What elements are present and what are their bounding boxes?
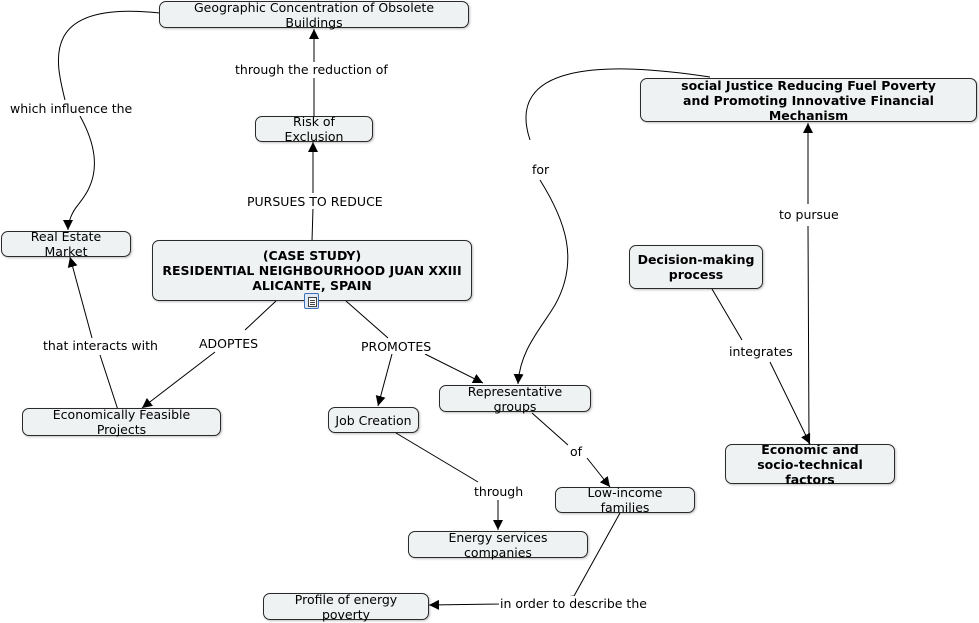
- document-icon[interactable]: [304, 293, 319, 309]
- label-to-pursue: to pursue: [778, 207, 840, 222]
- node-real-estate-market[interactable]: Real Estate Market: [1, 229, 131, 259]
- link-pursues-to-reduce: [312, 142, 313, 242]
- link-integrates: [711, 288, 810, 444]
- link-promotes-stem: [345, 300, 389, 339]
- link-which-influence: [58, 10, 161, 230]
- label-interacts-with: that interacts with: [42, 338, 159, 353]
- node-energy-services-companies[interactable]: Energy services companies: [408, 530, 588, 560]
- label-integrates: integrates: [728, 344, 794, 359]
- node-geographic-concentration[interactable]: Geographic Concentration of Obsolete Bui…: [159, 0, 469, 30]
- label-adoptes: ADOPTES: [198, 336, 260, 351]
- node-social-justice[interactable]: social Justice Reducing Fuel Poverty and…: [640, 78, 977, 123]
- link-interacts-with: [70, 257, 119, 411]
- node-case-study[interactable]: (CASE STUDY) RESIDENTIAL NEIGHBOURHOOD J…: [152, 240, 472, 301]
- link-adoptes: [142, 300, 277, 408]
- label-which-influence: which influence the: [9, 101, 134, 116]
- node-economically-feasible-projects[interactable]: Economically Feasible Projects: [22, 407, 221, 437]
- label-through-the-reduction: through the reduction of: [234, 62, 389, 77]
- label-through: through: [473, 484, 525, 499]
- link-promotes-job: [375, 353, 393, 407]
- node-low-income-families[interactable]: Low-income families: [555, 485, 695, 515]
- label-in-order-to-describe: in order to describe the: [499, 596, 648, 611]
- node-job-creation[interactable]: Job Creation: [328, 407, 419, 433]
- label-of: of: [569, 444, 584, 459]
- link-of: [531, 412, 610, 487]
- label-for: for: [531, 162, 551, 177]
- link-to-pursue: [808, 123, 809, 445]
- node-decision-making-process[interactable]: Decision-making process: [629, 245, 763, 289]
- link-for: [518, 68, 711, 384]
- node-representative-groups[interactable]: Representative groups: [439, 384, 591, 414]
- node-economic-factors[interactable]: Economic and socio-technical factors: [725, 442, 895, 487]
- node-risk-of-exclusion[interactable]: Risk of Exclusion: [255, 114, 373, 144]
- label-promotes: PROMOTES: [360, 339, 433, 354]
- link-promotes-groups: [424, 353, 484, 384]
- link-through: [395, 432, 498, 530]
- node-profile-of-energy-poverty[interactable]: Profile of energy poverty: [263, 592, 429, 622]
- label-pursues-to-reduce: PURSUES TO REDUCE: [246, 194, 384, 209]
